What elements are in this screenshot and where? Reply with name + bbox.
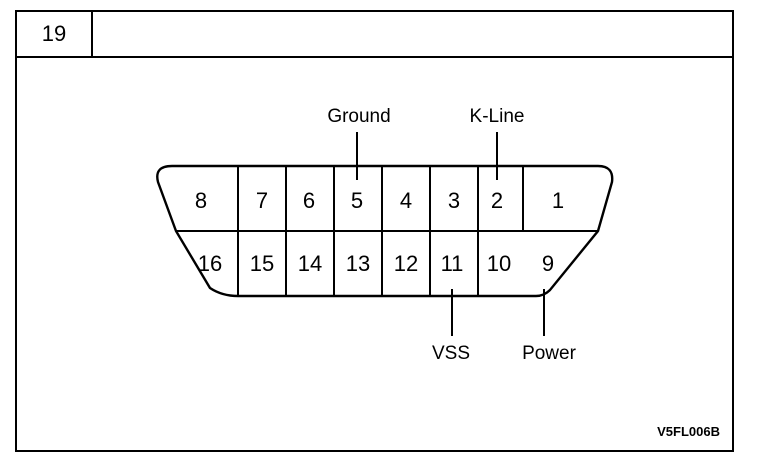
pin-11: 11 [441,251,464,276]
pin-16: 16 [198,251,222,276]
header-row: 19 [17,12,732,58]
pin-4: 4 [400,188,412,213]
pin-2: 2 [491,188,503,213]
pin-5: 5 [351,188,363,213]
pin-14: 14 [298,251,322,276]
pin-dividers [237,166,524,296]
k-line-label: K-Line [470,106,525,127]
pin-8: 8 [195,188,207,213]
pin-7: 7 [256,188,268,213]
callout-leaders [356,132,545,336]
pin-15: 15 [250,251,274,276]
pin-3: 3 [448,188,460,213]
power-label: Power [522,343,577,364]
figure-number: 19 [17,12,93,56]
vss-label: VSS [432,343,470,364]
pin-10: 10 [487,251,511,276]
pin-13: 13 [346,251,370,276]
bottom-row-pins: 16 15 14 13 12 11 10 9 [198,251,554,276]
pin-12: 12 [394,251,418,276]
figure-code: V5FL006B [657,424,720,439]
pin-6: 6 [303,188,315,213]
ground-label: Ground [327,106,390,127]
pin-1: 1 [552,188,564,213]
connector-outline [156,164,614,298]
top-row-pins: 8 7 6 5 4 3 2 1 [195,188,564,213]
pin-9: 9 [542,251,554,276]
